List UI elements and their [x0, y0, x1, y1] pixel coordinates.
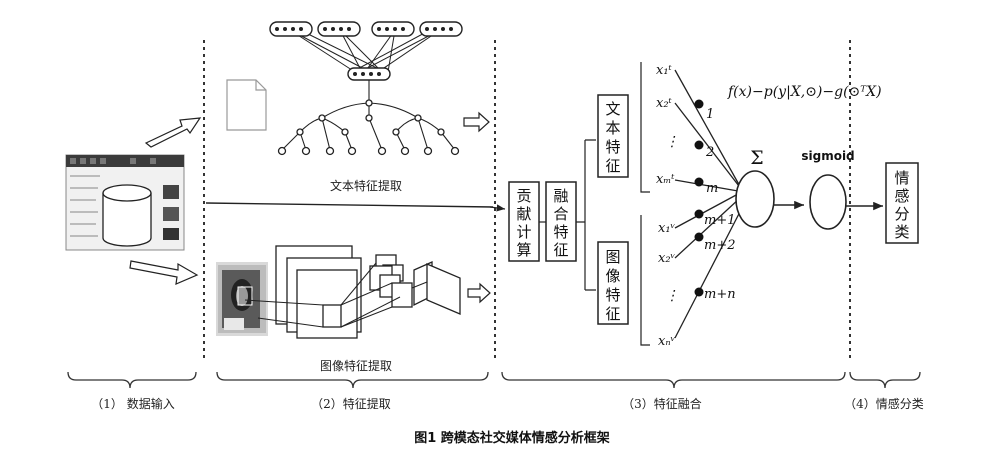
svg-text:分: 分 [894, 205, 909, 223]
text-feature-label: 文 本 特 征 [605, 100, 620, 175]
stage-braces [67, 371, 921, 389]
image-input-labels: x₁ᵛ x₂ᵛ ⋮ xₙᵛ [658, 221, 679, 349]
text-extract-label: 文本特征提取 [330, 178, 402, 193]
svg-text:特: 特 [605, 138, 620, 156]
svg-text:m+n: m+n [704, 287, 736, 302]
fusion-feature-label: 融 合 特 征 [553, 187, 568, 259]
svg-text:2: 2 [705, 145, 714, 160]
svg-text:像: 像 [605, 267, 620, 285]
svg-text:x₂ᵛ: x₂ᵛ [658, 251, 676, 266]
svg-text:算: 算 [516, 241, 531, 259]
input-photo [216, 262, 268, 336]
activation-formula: f(x)−p(y|X,⊙)−g(⊙ᵀX) [727, 84, 882, 100]
svg-text:类: 类 [894, 223, 909, 241]
cnn-feature-maps [275, 245, 461, 339]
svg-text:1: 1 [706, 107, 714, 122]
document-icon [226, 79, 267, 131]
svg-text:x₁ᵛ: x₁ᵛ [658, 221, 676, 236]
stage-separators [203, 40, 851, 360]
svg-text:征: 征 [553, 241, 568, 259]
sum-neuron [735, 170, 775, 228]
sentiment-class-label: 情 感 分 类 [894, 169, 909, 241]
stage-2-label: （2）特征提取 [311, 396, 391, 411]
svg-text:感: 感 [894, 187, 909, 205]
svg-text:情: 情 [894, 169, 909, 187]
weight-labels: 1 2 m m+1 m+2 m+n [704, 107, 736, 302]
svg-text:m: m [706, 181, 718, 196]
stage-3-label: （3）特征融合 [622, 396, 702, 411]
image-extract-label: 图像特征提取 [320, 358, 392, 373]
text-input-labels: x₁ᵗ x₂ᵗ ⋮ xₘᵗ [656, 63, 679, 187]
svg-text:文: 文 [605, 100, 620, 118]
svg-text:x₂ᵗ: x₂ᵗ [656, 96, 673, 111]
sigmoid-label: sigmoid [801, 149, 854, 163]
text-parse-tree [277, 80, 460, 156]
weight-connections [674, 69, 745, 339]
image-input-bracket [640, 215, 650, 346]
text-embedding-network [269, 21, 463, 81]
text-input-bracket [640, 62, 650, 193]
svg-text:征: 征 [605, 305, 620, 323]
text-feature-box [597, 94, 629, 178]
fusion-brace [576, 139, 596, 291]
svg-text:征: 征 [605, 157, 620, 175]
svg-text:图: 图 [605, 248, 620, 266]
stage-1-label: （1） 数据输入 [91, 396, 174, 411]
stage-labels: （1） 数据输入 （2）特征提取 （3）特征融合 （4）情感分类 [91, 396, 924, 411]
image-feature-box [597, 241, 629, 325]
image-feature-label: 图 像 特 征 [605, 248, 620, 323]
image-output-arrow [467, 282, 491, 304]
sum-symbol: Σ [750, 147, 763, 169]
weight-nodes [694, 99, 704, 297]
svg-text:献: 献 [516, 205, 531, 223]
figure-caption: 图1 跨模态社交媒体情感分析框架 [414, 430, 610, 446]
sigmoid-neuron [809, 174, 847, 230]
sentiment-class-box [885, 162, 919, 244]
svg-text:特: 特 [605, 286, 620, 304]
contribution-calc-label: 贡 献 计 算 [516, 187, 531, 259]
svg-text:⋮: ⋮ [665, 288, 679, 304]
svg-text:x₁ᵗ: x₁ᵗ [656, 63, 673, 78]
cnn-connections [244, 262, 428, 328]
input-arrows [129, 117, 202, 285]
svg-text:计: 计 [516, 223, 531, 241]
svg-text:特: 特 [553, 223, 568, 241]
stage-4-label: （4）情感分类 [844, 396, 924, 411]
text-output-arrow [463, 111, 490, 133]
svg-text:贡: 贡 [516, 187, 531, 205]
database-icon [102, 184, 152, 247]
extraction-to-calc-line [489, 204, 506, 212]
svg-text:m+2: m+2 [704, 238, 736, 253]
modality-divider [205, 202, 494, 208]
svg-text:xₘᵗ: xₘᵗ [656, 172, 675, 187]
svg-text:xₙᵛ: xₙᵛ [658, 334, 676, 349]
svg-text:融: 融 [553, 187, 568, 205]
svg-text:本: 本 [605, 119, 620, 137]
svg-text:m+1: m+1 [704, 213, 736, 228]
svg-text:合: 合 [553, 205, 568, 223]
svg-text:⋮: ⋮ [665, 134, 679, 150]
